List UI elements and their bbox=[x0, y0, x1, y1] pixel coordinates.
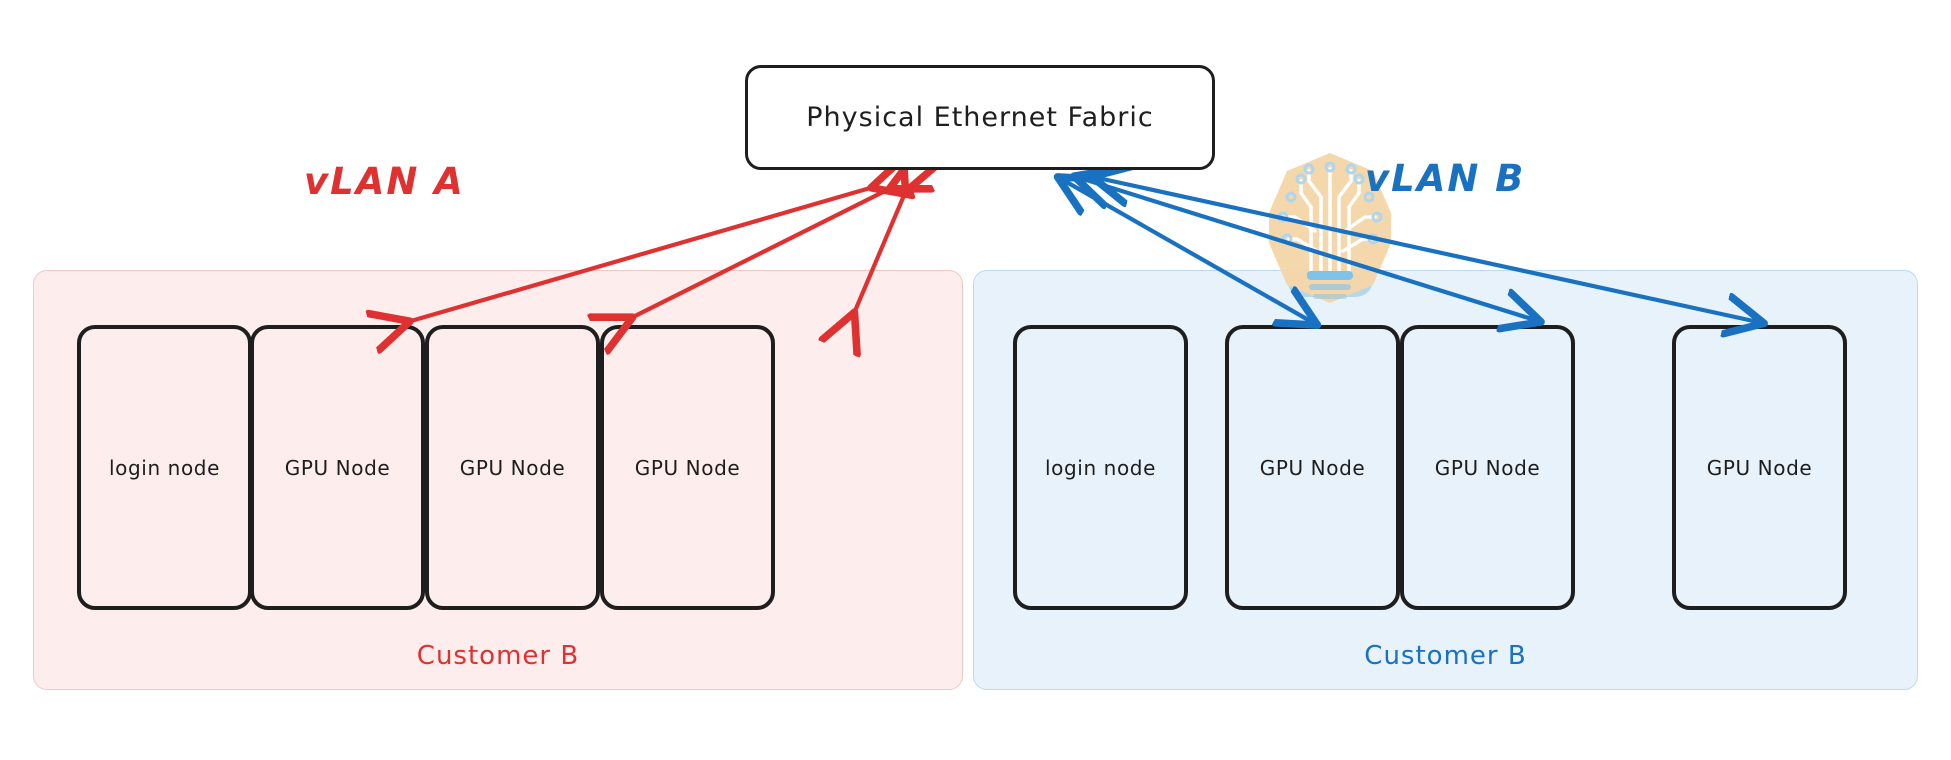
vlan-a-node-gpu-3[interactable]: GPU Node bbox=[600, 325, 775, 610]
vlan-a-title: vLAN A bbox=[304, 160, 465, 203]
vlan-b-node-login[interactable]: login node bbox=[1013, 325, 1188, 610]
vlan-b-node-gpu-2[interactable]: GPU Node bbox=[1400, 325, 1575, 610]
vlan-a-node-gpu-2[interactable]: GPU Node bbox=[425, 325, 600, 610]
node-label: GPU Node bbox=[1434, 455, 1541, 480]
node-label: GPU Node bbox=[634, 455, 741, 480]
vlan-a-customer-label: Customer B bbox=[416, 641, 580, 671]
vlan-a-node-gpu-1[interactable]: GPU Node bbox=[250, 325, 425, 610]
fabric-box-label: Physical Ethernet Fabric bbox=[806, 102, 1154, 133]
node-label: GPU Node bbox=[459, 455, 566, 480]
node-label: login node bbox=[1045, 455, 1156, 480]
vlan-b-customer-label: Customer B bbox=[1364, 641, 1527, 671]
physical-ethernet-fabric-box[interactable]: Physical Ethernet Fabric bbox=[745, 65, 1215, 170]
vlan-b-title: vLAN B bbox=[1365, 157, 1526, 200]
vlan-b-node-gpu-3[interactable]: GPU Node bbox=[1672, 325, 1847, 610]
vlan-b-node-gpu-1[interactable]: GPU Node bbox=[1225, 325, 1400, 610]
vlan-a-node-login[interactable]: login node bbox=[77, 325, 252, 610]
node-label: login node bbox=[109, 455, 220, 480]
node-label: GPU Node bbox=[1259, 455, 1366, 480]
node-label: GPU Node bbox=[1706, 455, 1813, 480]
node-label: GPU Node bbox=[284, 455, 391, 480]
